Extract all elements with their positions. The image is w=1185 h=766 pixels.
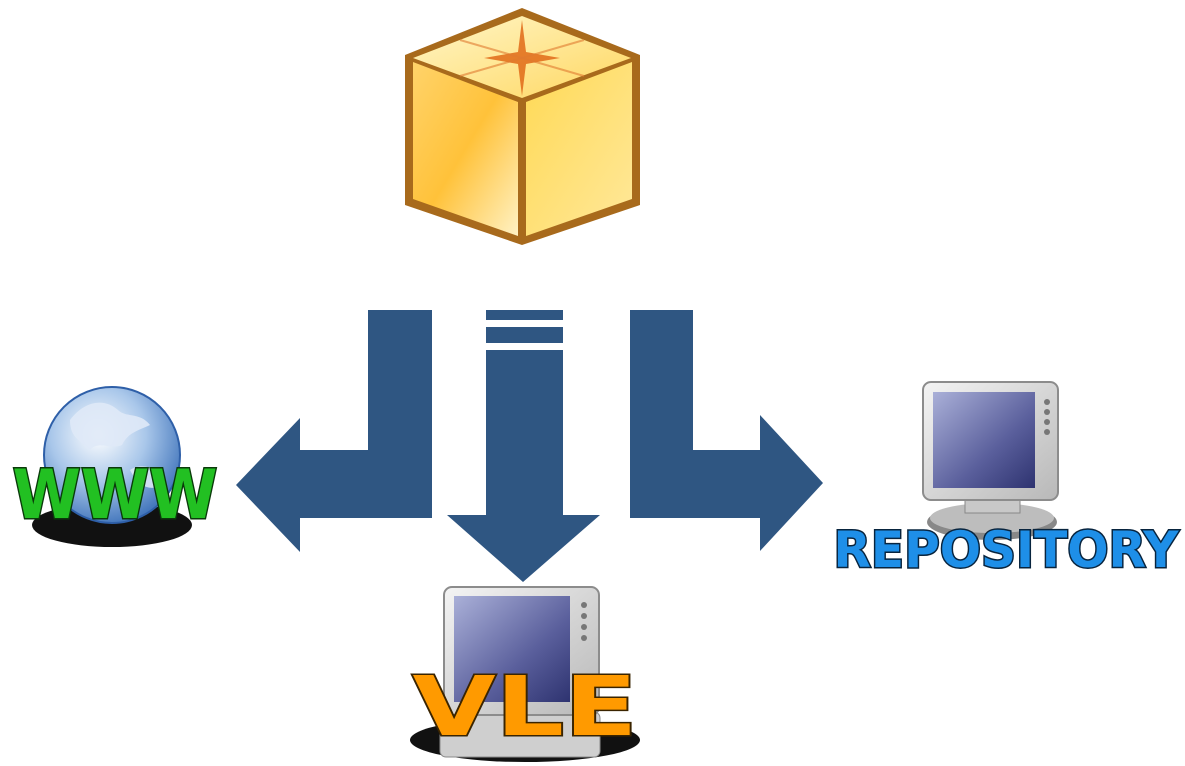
- computer-monitor-icon: [922, 381, 1059, 540]
- web-label: WWW: [13, 456, 218, 535]
- arrow-to-vle: [447, 310, 600, 582]
- computer-monitor-icon: [410, 586, 640, 762]
- repository-label: REPOSITORY: [834, 521, 1180, 579]
- arrow-to-web: [236, 310, 432, 552]
- vle-label: VLE: [413, 660, 638, 755]
- arrow-to-repository: [630, 310, 823, 551]
- globe-icon: [43, 386, 181, 524]
